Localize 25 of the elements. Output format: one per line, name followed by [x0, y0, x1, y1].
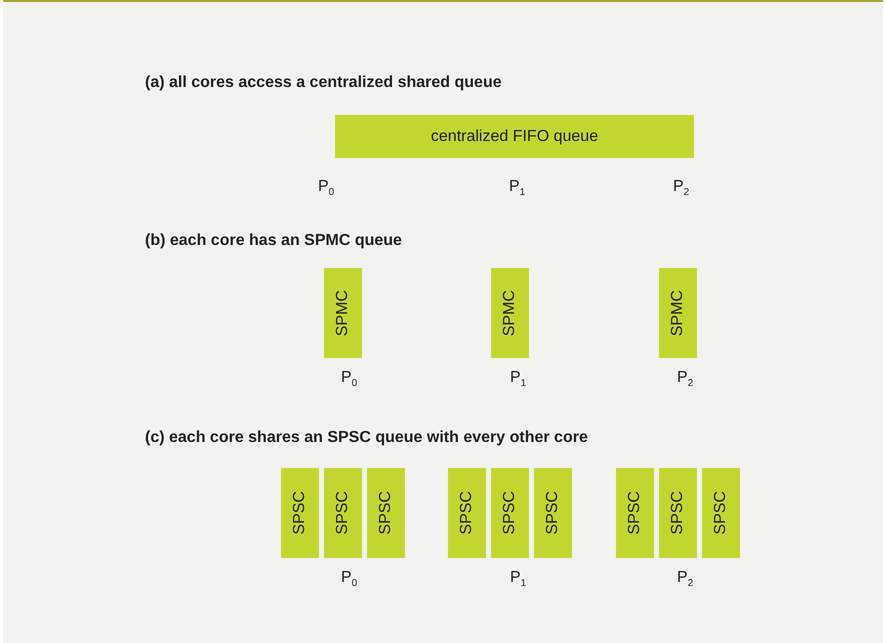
- section-heading: (b) each core has an SPMC queue: [145, 232, 402, 250]
- core-label: P$_{1}$: [510, 369, 526, 390]
- core-label: P$_{2}$: [677, 369, 694, 390]
- queue-bar: SPSC: [534, 468, 572, 558]
- queue-box: centralized FIFO queue: [335, 115, 694, 158]
- queue-bar: SPMC: [491, 268, 529, 358]
- section-heading: (a) all cores access a centralized shared queue: [145, 74, 502, 92]
- section-heading: (c) each core shares an SPSC queue with every other core: [145, 429, 588, 447]
- core-label: P$_{2}$: [677, 569, 694, 590]
- core-label: P$_{2}$: [673, 178, 690, 198]
- queue-bar: SPSC: [702, 468, 740, 558]
- queue-bar: SPSC: [281, 468, 319, 558]
- queue-bar: SPSC: [367, 468, 405, 558]
- queue-bar: SPMC: [659, 268, 697, 358]
- queue-bar: SPSC: [616, 468, 654, 558]
- core-label: P$_{0}$: [341, 569, 358, 590]
- queue-bar: SPMC: [324, 268, 362, 358]
- core-label: P$_{1}$: [509, 178, 526, 198]
- core-label: P$_{0}$: [318, 178, 334, 198]
- core-label: P$_{0}$: [341, 369, 358, 390]
- queue-bar: SPSC: [659, 468, 697, 558]
- core-label: P$_{1}$: [510, 569, 526, 590]
- queue-bar: SPSC: [448, 468, 486, 558]
- queue-bar: SPSC: [324, 468, 362, 558]
- queue-bar: SPSC: [491, 468, 529, 558]
